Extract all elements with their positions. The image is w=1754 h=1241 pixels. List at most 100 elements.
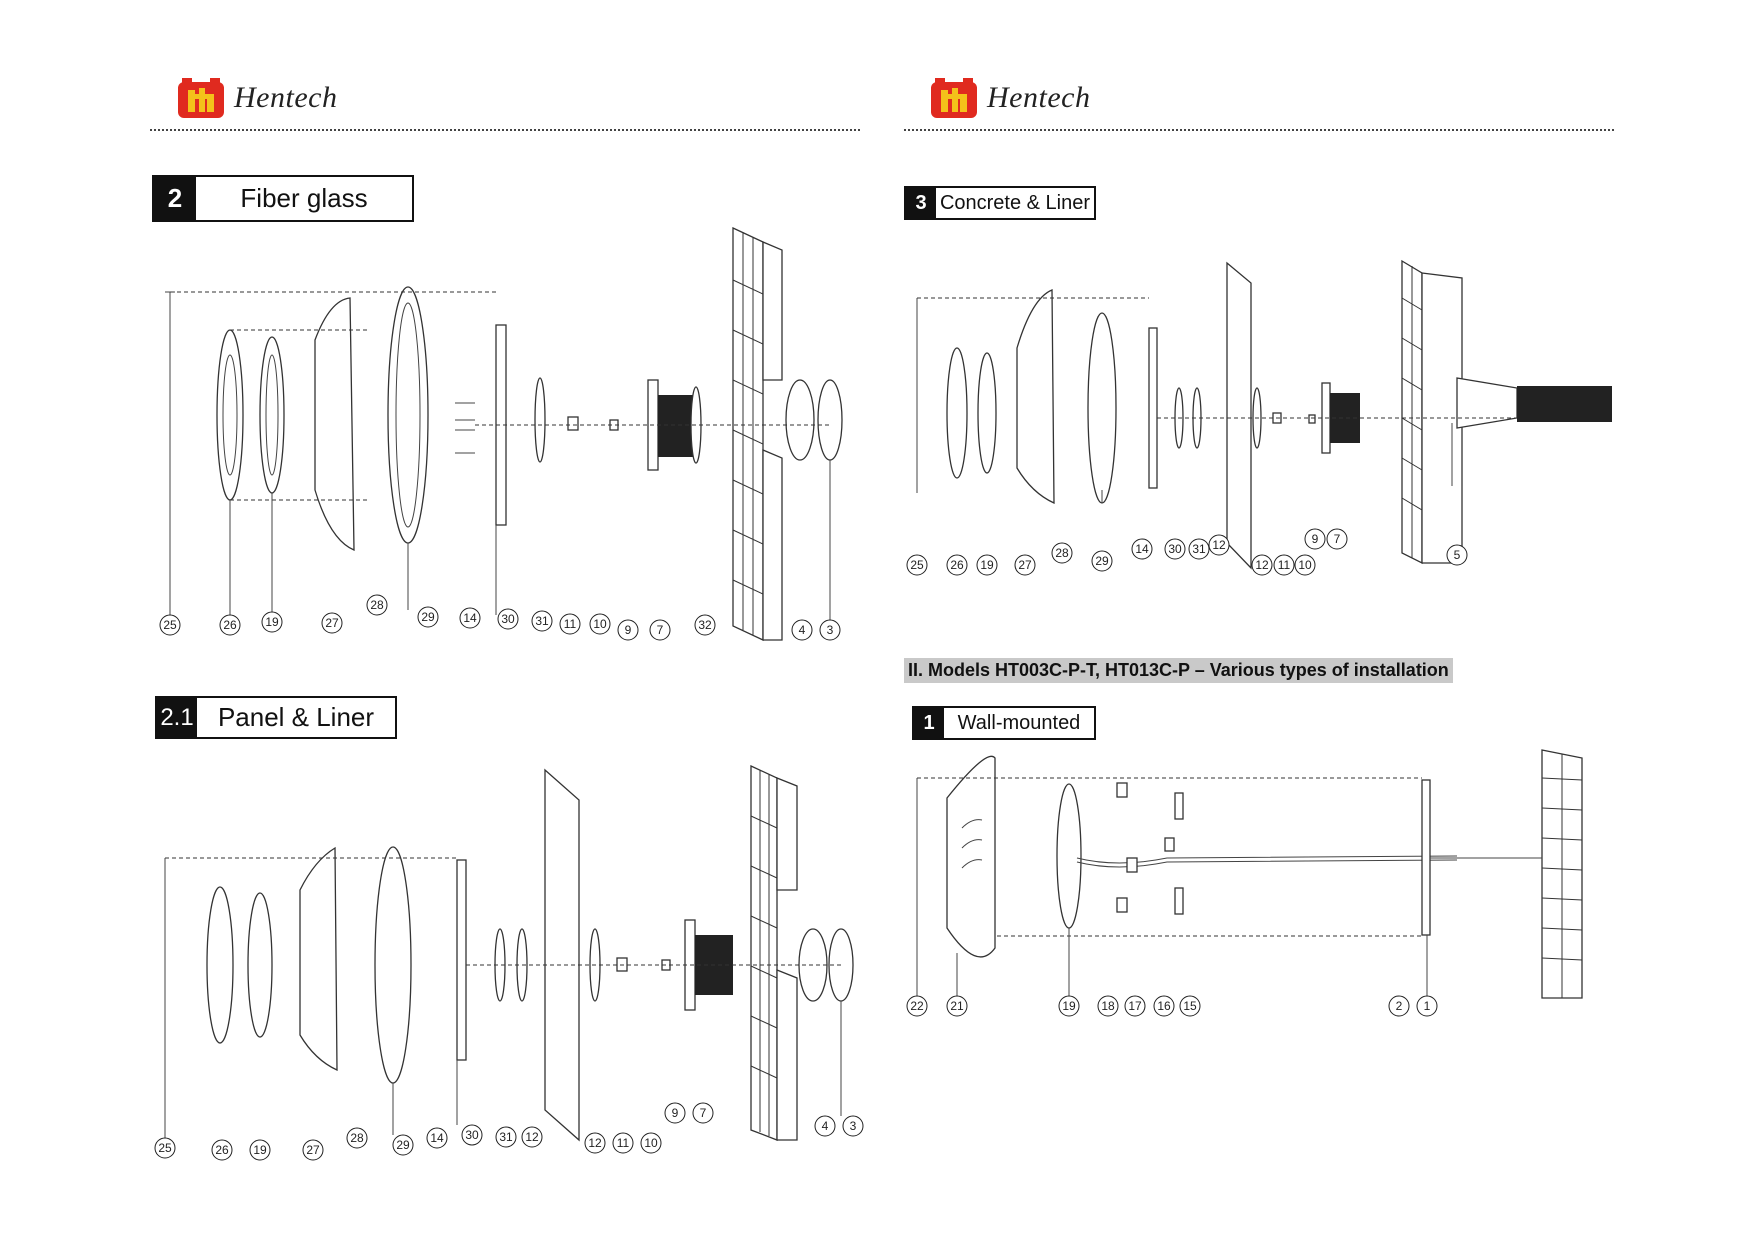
callout-circle — [692, 1102, 714, 1124]
right-page: Hentech 3 Concrete & Liner — [877, 0, 1754, 1241]
pool-wall-block — [732, 226, 783, 642]
callout-circle — [211, 1139, 233, 1161]
section-2-1-tag: 2.1 Panel & Liner — [155, 696, 397, 739]
section-3-tag: 3 Concrete & Liner — [904, 186, 1096, 220]
callout-circle — [1058, 995, 1080, 1017]
callout-circle — [791, 619, 813, 641]
part-26-icon — [206, 886, 234, 1044]
mounting-wall-block — [1541, 749, 1583, 999]
part-11-icon — [567, 416, 579, 431]
conduit-thread-icon — [1517, 386, 1612, 422]
callout-label: 32 — [698, 618, 712, 632]
concrete-wall-block — [1401, 259, 1463, 565]
callout-label: 28 — [350, 1131, 364, 1145]
part-18c-icon — [1126, 857, 1138, 873]
part-16-icon — [1174, 792, 1184, 820]
callout-label: 19 — [980, 558, 994, 572]
hentech-logo-icon — [931, 78, 977, 118]
callout-circle — [694, 614, 716, 636]
callout-label: 10 — [1298, 558, 1312, 572]
callout-label: 27 — [306, 1143, 320, 1157]
callout-label: 16 — [1157, 999, 1171, 1013]
part-27-icon — [299, 846, 338, 1072]
left-page: Hentech 2 Fiber glass — [150, 78, 864, 1161]
callout-circle — [261, 611, 283, 633]
part-4-icon — [785, 379, 815, 461]
callout-label: 10 — [644, 1136, 658, 1150]
callout-label: 11 — [564, 617, 577, 631]
callout-label: 11 — [1278, 558, 1291, 572]
callout-circle — [366, 594, 388, 616]
callout-circle — [559, 613, 581, 635]
callout-circle — [154, 1137, 176, 1159]
callout-circle — [159, 614, 181, 636]
callout-circle — [1294, 554, 1316, 576]
callout-circle — [1179, 995, 1201, 1017]
callout-circle — [497, 608, 519, 630]
callout-circle — [612, 1132, 634, 1154]
callout-circle — [521, 1126, 543, 1148]
callout-label: 12 — [588, 1136, 602, 1150]
section-1-tag: 1 Wall-mounted — [912, 706, 1096, 740]
callout-label: 21 — [950, 999, 964, 1013]
callout-label: 12 — [1212, 538, 1226, 552]
brand-name: Hentech — [234, 81, 338, 114]
callout-circle — [461, 1124, 483, 1146]
part-26-icon — [946, 347, 968, 479]
callout-label: 7 — [700, 1106, 707, 1120]
callout-label: 2 — [1396, 999, 1403, 1013]
part-21-icon — [946, 755, 996, 958]
callout-circle — [1097, 995, 1119, 1017]
models-heading: II. Models HT003C-P-T, HT013C-P – Variou… — [904, 658, 1453, 683]
section-number: 2 — [154, 177, 196, 220]
callout-circle — [417, 606, 439, 628]
callout-circle — [946, 554, 968, 576]
callout-circle — [1208, 534, 1230, 556]
callout-circle — [976, 554, 998, 576]
part-30-icon — [1148, 327, 1158, 489]
callout-label: 26 — [950, 558, 964, 572]
callout-label: 30 — [501, 612, 515, 626]
callout-label: 3 — [850, 1119, 857, 1133]
part-29-icon — [374, 846, 412, 1084]
callout-label: 10 — [593, 617, 607, 631]
callout-circle — [1091, 550, 1113, 572]
callout-circle — [589, 613, 611, 635]
part-19-icon — [977, 352, 997, 474]
callout-label: 7 — [657, 623, 664, 637]
callout-label: 9 — [1312, 532, 1319, 546]
callout-label: 22 — [910, 999, 924, 1013]
callout-label: 14 — [430, 1131, 444, 1145]
callout-label: 12 — [525, 1130, 539, 1144]
callout-label: 28 — [370, 598, 384, 612]
callout-label: 27 — [1018, 558, 1032, 572]
callout-label: 18 — [1101, 999, 1115, 1013]
section-number: 1 — [914, 708, 944, 738]
callout-circle — [1304, 528, 1326, 550]
part-18b-icon — [1116, 897, 1128, 913]
callout-label: 11 — [617, 1136, 630, 1150]
part-19-icon — [259, 336, 285, 494]
callout-label: 26 — [223, 618, 237, 632]
callout-circle — [346, 1127, 368, 1149]
niche-housing-icon — [1456, 377, 1518, 429]
callout-label: 26 — [215, 1143, 229, 1157]
section-2-tag: 2 Fiber glass — [152, 175, 414, 222]
callout-circle — [906, 554, 928, 576]
callout-label: 25 — [163, 618, 177, 632]
callout-label: 25 — [158, 1141, 172, 1155]
callout-circle — [302, 1139, 324, 1161]
part-1-icon — [1421, 779, 1431, 936]
callout-circle — [249, 1139, 271, 1161]
callout-circle — [1051, 542, 1073, 564]
callout-circle — [1446, 544, 1468, 566]
callout-label: 29 — [1095, 554, 1109, 568]
section-title: Fiber glass — [240, 183, 368, 213]
callout-circle — [1124, 995, 1146, 1017]
callout-circle — [1273, 554, 1295, 576]
callout-label: 14 — [463, 611, 477, 625]
part-16b-icon — [1174, 887, 1184, 915]
callout-circle — [584, 1132, 606, 1154]
